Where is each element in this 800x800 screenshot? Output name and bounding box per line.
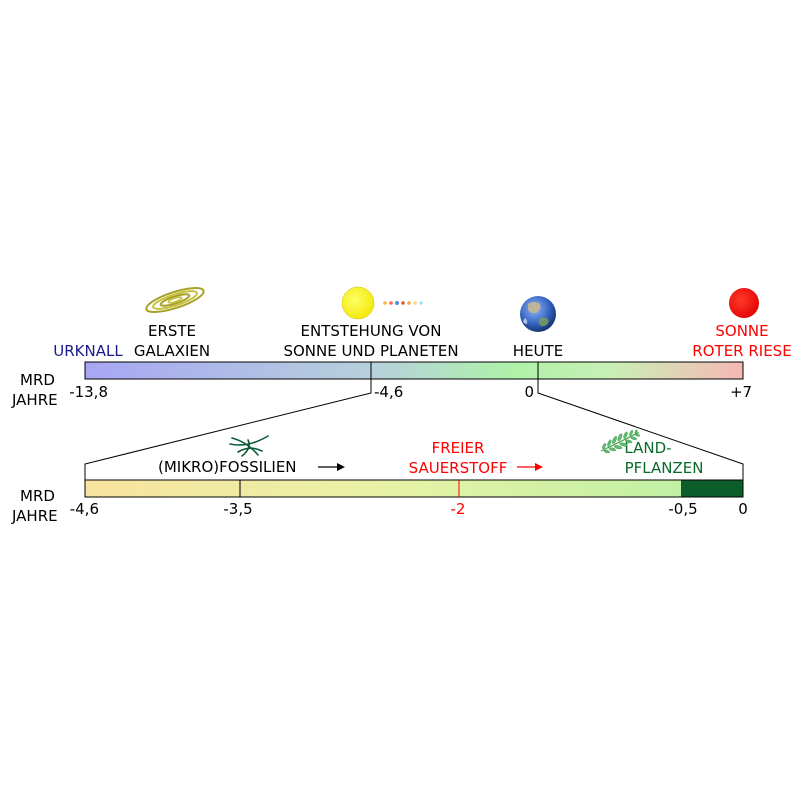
tick-label-bottom-1: -3,5 (223, 500, 252, 518)
tick-label-bottom-2: -2 (451, 500, 466, 518)
tick-label-top-1: -4,6 (374, 383, 403, 401)
event-sauerstoff-line1: FREIER (432, 439, 485, 457)
tick-label-top-0: -13,8 (69, 383, 108, 401)
unit-label-top-line2: JAHRE (11, 391, 58, 409)
event-roter-riese-line1: SONNE (715, 322, 768, 340)
event-sonne-planeten-line2: SONNE UND PLANETEN (283, 342, 458, 360)
event-galaxien-line1: ERSTE (148, 322, 196, 340)
tick-label-bottom-4: 0 (738, 500, 748, 518)
sun-icon (341, 286, 375, 320)
event-roter-riese-line2: ROTER RIESE (692, 342, 791, 360)
fern-icon (600, 429, 640, 454)
event-sauerstoff-line2: SAUERSTOFF (409, 459, 508, 477)
event-galaxien-line2: GALAXIEN (134, 342, 210, 360)
top-timeline: MRD JAHRE -13,8 -4,6 0 +7 URKNALL ERSTE … (11, 286, 792, 409)
arrow-right-icon (318, 463, 345, 471)
landpflanzen-band (681, 480, 743, 497)
tick-label-bottom-3: -0,5 (668, 500, 697, 518)
event-heute: HEUTE (513, 342, 563, 360)
top-timeline-bar (84, 361, 744, 380)
bottom-timeline-bar (84, 479, 744, 498)
unit-label-top-line1: MRD (20, 371, 55, 389)
event-landpflanzen-line1: LAND- (624, 439, 671, 457)
unit-label-bottom-line2: JAHRE (11, 507, 58, 525)
galaxy-icon (145, 287, 205, 313)
tick-label-top-2: 0 (524, 383, 534, 401)
event-sonne-planeten-line1: ENTSTEHUNG VON (301, 322, 442, 340)
tick-label-top-3: +7 (730, 383, 752, 401)
event-fossilien: (MIKRO)FOSSILIEN (158, 458, 297, 476)
planets-icon (383, 301, 423, 305)
unit-label-bottom-line1: MRD (20, 487, 55, 505)
bottom-timeline: MRD JAHRE -4,6 -3,5 -2 -0,5 0 (MIKRO)FOS… (11, 429, 748, 525)
arrow-right-red-icon (517, 463, 543, 471)
red-giant-icon (729, 288, 759, 318)
event-landpflanzen-line2: PFLANZEN (625, 459, 704, 477)
event-urknall: URKNALL (53, 342, 123, 360)
tick-label-bottom-0: -4,6 (70, 500, 99, 518)
microfossil-icon (229, 435, 269, 457)
earth-icon (520, 296, 556, 332)
zoom-connector (84, 379, 744, 480)
